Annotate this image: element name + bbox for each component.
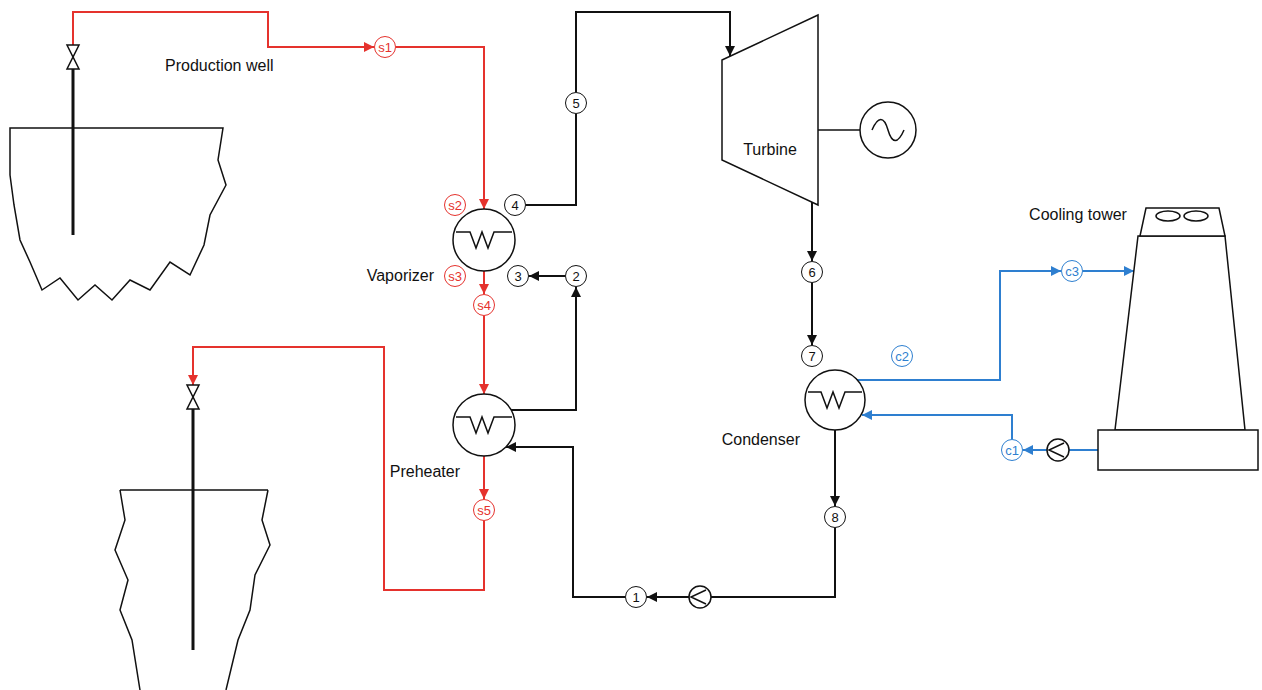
equipment-outline	[453, 209, 515, 271]
state-number: 1	[632, 591, 639, 604]
equipment-label: Production well	[163, 57, 276, 75]
tube-coil	[808, 392, 862, 408]
pipe-connector	[511, 287, 576, 410]
ground-outline	[10, 128, 226, 300]
pipe-connector	[396, 47, 484, 209]
equipment-outline	[722, 15, 818, 205]
pipe-connector	[483, 316, 485, 394]
state-number: c2	[895, 350, 909, 363]
equipment-outline	[805, 370, 865, 430]
fan-stack	[1140, 208, 1225, 236]
state-number: s1	[378, 41, 392, 54]
state-point: s4	[473, 294, 495, 316]
equipment-outline	[453, 394, 515, 456]
feed-pump	[689, 586, 711, 608]
state-number: 4	[511, 199, 518, 212]
equipment-label: Turbine	[741, 141, 799, 159]
state-number: s2	[448, 199, 462, 212]
tower-basin	[1098, 430, 1258, 470]
equipment-label: Vaporizer	[365, 267, 436, 285]
turbine-symbol	[722, 15, 818, 205]
equipment-label: Condenser	[720, 431, 802, 449]
state-point: 2	[565, 265, 587, 287]
pipe-connector	[506, 447, 625, 597]
generator-sine	[872, 120, 904, 141]
state-number: 6	[808, 266, 815, 279]
state-point: c1	[1001, 439, 1023, 461]
heat-exchanger-symbol	[453, 209, 515, 271]
state-point: 3	[507, 265, 529, 287]
state-number: 5	[572, 97, 579, 110]
cooling-water-pump	[1047, 439, 1069, 461]
generator-shaft	[818, 129, 860, 131]
state-point: 6	[801, 261, 823, 283]
state-number: s3	[448, 270, 462, 283]
well-pipe	[72, 69, 75, 235]
pipe-connector	[857, 271, 1061, 380]
heat-exchanger-symbol	[805, 370, 865, 430]
pipe-connector	[811, 202, 813, 261]
state-point: s5	[473, 499, 495, 521]
equipment: Turbine	[722, 15, 818, 205]
pipe-connector	[811, 283, 813, 345]
state-number: 2	[572, 270, 579, 283]
state-point: 5	[565, 92, 587, 114]
pipe-connector	[647, 528, 835, 597]
pipe-connector	[834, 430, 836, 506]
state-point: s1	[374, 36, 396, 58]
equipment: Production well	[8, 8, 308, 308]
pipe-connector	[576, 12, 730, 92]
state-point: 1	[625, 586, 647, 608]
pipe-connector	[862, 415, 1012, 439]
state-point: s2	[444, 194, 466, 216]
injection-valve	[187, 385, 199, 409]
equipment: Preheater	[453, 394, 515, 456]
state-point: 7	[801, 345, 823, 367]
state-number: c1	[1005, 444, 1019, 457]
equipment-shape	[1095, 200, 1260, 472]
state-point: 4	[504, 194, 526, 216]
state-number: s5	[477, 504, 491, 517]
equipment-outline	[1098, 208, 1258, 470]
state-number: 3	[514, 270, 521, 283]
fan-blade	[1156, 211, 1180, 221]
state-point: s3	[444, 265, 466, 287]
pipe-connector	[483, 271, 485, 294]
tube-coil	[456, 417, 512, 433]
state-point: 8	[824, 506, 846, 528]
state-number: 7	[808, 350, 815, 363]
pipe-connector	[526, 114, 576, 205]
state-number: 8	[831, 511, 838, 524]
state-number: c3	[1065, 265, 1079, 278]
equipment: Condenser	[805, 370, 865, 430]
injection-well-pipe	[192, 409, 195, 650]
state-point: c3	[1061, 260, 1083, 282]
equipment-outline	[10, 45, 226, 300]
pipe-connector	[483, 456, 485, 499]
generator-symbol	[860, 102, 916, 158]
fan-blade	[1184, 211, 1208, 221]
equipment: Vaporizer	[453, 209, 515, 271]
pipe-connector	[1083, 270, 1134, 272]
equipment-shape	[453, 209, 515, 271]
tube-coil	[456, 232, 512, 248]
equipment-label: Cooling tower	[1027, 206, 1129, 224]
equipment: Cooling tower	[1095, 200, 1260, 472]
well-valve	[67, 45, 79, 69]
equipment-shape	[805, 370, 865, 430]
equipment-shape	[8, 8, 308, 308]
heat-exchanger-symbol	[453, 394, 515, 456]
tower-body	[1115, 236, 1245, 430]
pipe-connector	[529, 275, 565, 277]
equipment-shape	[722, 15, 818, 205]
state-point: c2	[891, 345, 913, 367]
pipe-connector	[73, 12, 374, 47]
equipment-label: Preheater	[388, 463, 462, 481]
reinjection-pipe	[193, 347, 484, 590]
state-number: s4	[477, 299, 491, 312]
equipment-shape	[453, 394, 515, 456]
